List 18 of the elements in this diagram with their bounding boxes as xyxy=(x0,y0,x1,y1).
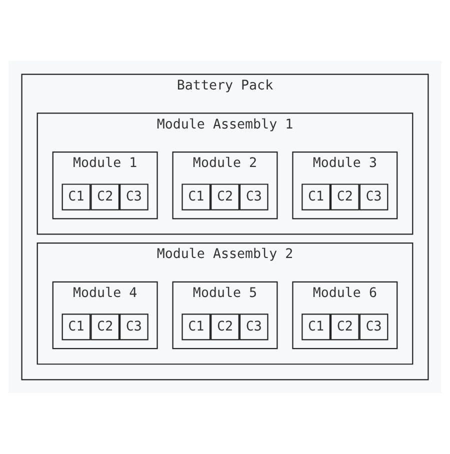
node-box: C2 xyxy=(210,184,240,210)
node-box: C2 xyxy=(90,184,120,210)
node-box: C3 xyxy=(120,184,148,210)
node-box: C1 xyxy=(302,184,330,210)
node-box: C1 xyxy=(62,314,91,340)
node-box: C2 xyxy=(330,184,360,210)
node-box: C3 xyxy=(239,314,268,340)
node-box: C3 xyxy=(359,184,388,210)
node-box: C1 xyxy=(182,314,211,340)
node-box: C3 xyxy=(120,314,148,340)
node-box: C2 xyxy=(210,314,240,340)
node-box: C2 xyxy=(90,314,120,340)
node-box: C2 xyxy=(330,314,360,340)
node-box: C3 xyxy=(239,184,268,210)
node-box: C3 xyxy=(359,314,388,340)
node-box: C1 xyxy=(182,184,211,210)
node-box: C1 xyxy=(62,184,91,210)
node-box: C1 xyxy=(302,314,330,340)
